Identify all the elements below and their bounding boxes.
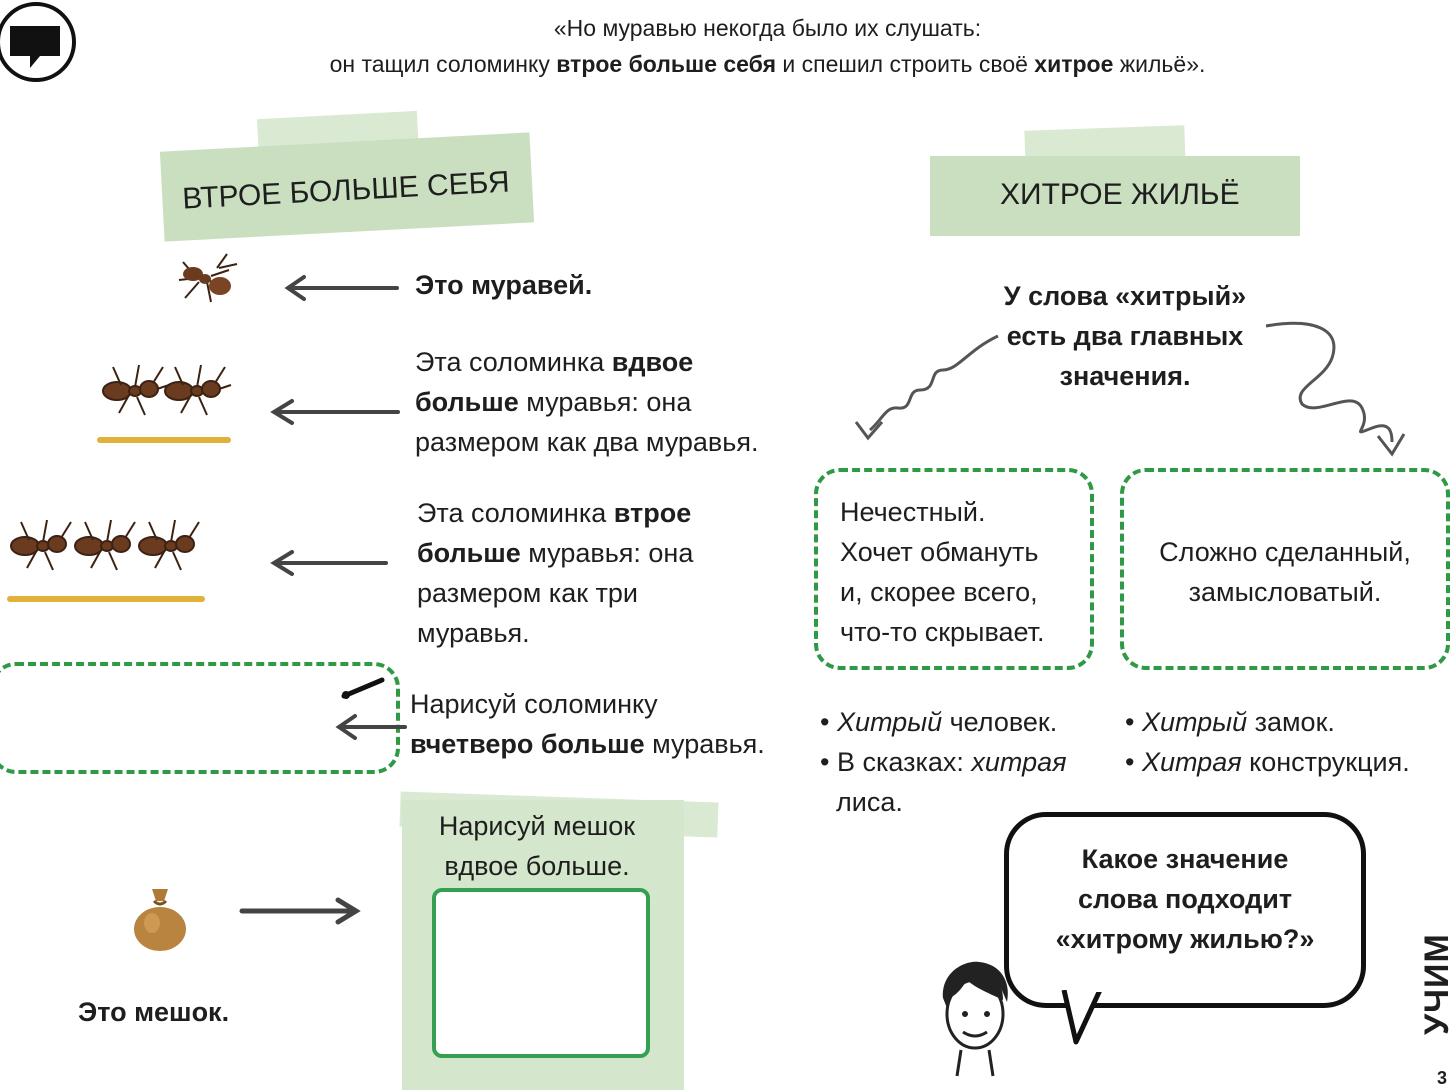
example-item: • Хитрый человек. [820, 702, 1067, 742]
person-avatar-icon [935, 958, 1015, 1083]
text-part: муравья: она [520, 538, 694, 568]
curly-arrow-left-icon [848, 330, 1003, 450]
straw-drawing-area[interactable] [0, 662, 400, 774]
pencil-icon [338, 674, 388, 709]
italic-word: хитрая [971, 747, 1067, 777]
example-item-cont: лиса. [836, 787, 903, 817]
text-part: «хитрому жилью?» [1055, 924, 1315, 954]
example-item: • В сказках: хитрая [820, 742, 1067, 782]
text-part: значения. [1059, 361, 1191, 391]
italic-word: Хитрая [1141, 747, 1242, 777]
meaning-1-examples: • Хитрый человек. • В сказках: хитрая ли… [820, 702, 1067, 822]
three-ants-icon [5, 510, 210, 615]
meaning-1-box: Нечестный. Хочет обмануть и, скорее всег… [814, 468, 1094, 670]
text-part: размером как три [417, 578, 638, 608]
text-part: Эта соломинка [415, 347, 612, 377]
text-part: и, скорее всего, [840, 577, 1038, 607]
bold-word: втрое [613, 498, 692, 528]
ant-caption: Это муравей. [415, 270, 593, 300]
text-part: есть два главных [1006, 321, 1244, 351]
bold-word: вдвое [611, 347, 694, 377]
text-part: что-то скрывает. [840, 617, 1045, 647]
arrow-right-icon [238, 896, 363, 931]
text-part: Нарисуй мешок [438, 811, 636, 841]
bold-word: больше [417, 538, 521, 568]
meaning-2-text: Сложно сделанный, замысловатый. [1124, 532, 1446, 612]
italic-word: Хитрый [836, 707, 943, 737]
quote-bold-word: хитрое [1034, 51, 1114, 77]
text-part: Хочет обмануть [840, 537, 1039, 567]
quote-part: и спешил строить своё [776, 51, 1035, 77]
text-part: Сложно сделанный, [1159, 537, 1411, 567]
bullet: • [1125, 707, 1135, 737]
story-quote: «Но муравью некогда было их слушать: он … [0, 10, 1455, 82]
quote-line-1: «Но муравью некогда было их слушать: [553, 15, 982, 41]
left-banner-title: ВТРОЕ БОЛЬШЕ СЕБЯ [181, 165, 511, 216]
question-text: Какое значение слова подходит «хитрому ж… [1009, 839, 1361, 959]
right-banner-title: ХИТРОЕ ЖИЛЬЁ [1000, 178, 1240, 211]
meaning-2-box: Сложно сделанный, замысловатый. [1120, 468, 1450, 670]
text-part: Нарисуй соломинку [410, 689, 658, 719]
bag-caption: Это мешок. [78, 997, 230, 1027]
ant-icon [165, 248, 245, 323]
bag-task-card: Нарисуй мешок вдвое больше. [402, 800, 684, 1090]
text-part: слова подходит [1077, 884, 1293, 914]
text-part: замысловатый. [1188, 577, 1382, 607]
meaning-2-examples: • Хитрый замок. • Хитрая конструкция. [1125, 702, 1410, 782]
example-item: • Хитрая конструкция. [1125, 742, 1410, 782]
meaning-1-text: Нечестный. Хочет обмануть и, скорее всег… [840, 492, 1045, 652]
text-part: Какое значение [1081, 844, 1289, 874]
bold-word: больше [415, 387, 519, 417]
quote-part: жильё». [1113, 51, 1206, 77]
bullet: • [820, 707, 830, 737]
text-part: муравья. [417, 618, 530, 648]
left-banner: ВТРОЕ БОЛЬШЕ СЕБЯ [159, 132, 535, 242]
text-part: муравья. [644, 729, 765, 759]
question-bubble: Какое значение слова подходит «хитрому ж… [1004, 812, 1366, 1008]
double-straw-text: Эта соломинка вдвое больше муравья: она … [415, 342, 758, 462]
bold-word: вчетверо больше [410, 729, 645, 759]
text-part: У слова «хитрый» [1003, 281, 1247, 311]
draw-straw-task: Нарисуй соломинку вчетверо больше муравь… [410, 684, 765, 764]
bullet: • [1125, 747, 1135, 777]
arrow-left-icon [333, 712, 408, 747]
right-banner: ХИТРОЕ ЖИЛЬЁ [930, 156, 1300, 236]
quote-bold-phrase: втрое больше себя [556, 51, 776, 77]
text-part: конструкция. [1241, 747, 1410, 777]
example-item: • Хитрый замок. [1125, 702, 1410, 742]
italic-word: Хитрый [1141, 707, 1248, 737]
page-number: 3 [1437, 1068, 1448, 1088]
text-part: муравья: она [518, 387, 692, 417]
text-part: замок. [1247, 707, 1335, 737]
bullet: • [820, 747, 830, 777]
meanings-intro: У слова «хитрый» есть два главных значен… [950, 276, 1300, 396]
two-ants-icon [95, 355, 235, 455]
text-part: вдвое больше. [444, 851, 630, 881]
quote-part: он тащил соломинку [329, 51, 557, 77]
text-part: размером как два муравья. [415, 427, 759, 457]
text-part: Нечестный. [840, 497, 986, 527]
bag-icon [130, 885, 190, 960]
text-part: В сказках: [829, 747, 972, 777]
curly-arrow-right-icon [1262, 318, 1412, 463]
triple-straw-text: Эта соломинка втрое больше муравья: она … [417, 493, 693, 653]
text-part: Эта соломинка [417, 498, 614, 528]
quote-line-2: он тащил соломинку втрое больше себя и с… [0, 46, 1455, 82]
bubble-tail-icon [1060, 984, 1120, 1055]
comment-icon [0, 0, 82, 88]
arrow-left-icon [268, 397, 403, 432]
arrow-left-icon [282, 273, 402, 308]
bag-drawing-area[interactable] [432, 888, 650, 1058]
section-label: УЧИМ ЯЗЫК [1418, 933, 1455, 1035]
arrow-left-icon [268, 548, 390, 583]
text-part: человек. [942, 707, 1058, 737]
bag-task-text: Нарисуй мешок вдвое больше. [402, 806, 672, 886]
